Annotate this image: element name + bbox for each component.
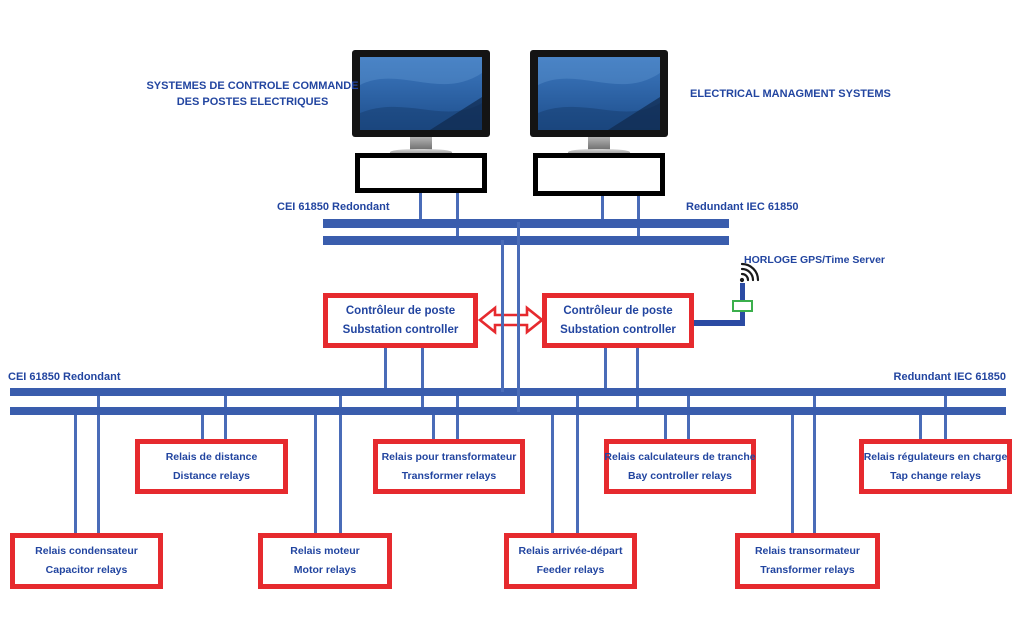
relay-label-en: Motor relays bbox=[293, 564, 357, 576]
controller-label-fr: Contrôleur de poste bbox=[563, 304, 673, 317]
relay-box-feeder: Relais arrivée-départ Feeder relays bbox=[504, 533, 637, 589]
connection-line bbox=[664, 410, 667, 440]
relay-label-en: Capacitor relays bbox=[45, 564, 128, 576]
system-unit-box bbox=[533, 153, 665, 196]
title-left: SYSTEMES DE CONTROLE COMMANDE DES POSTES… bbox=[145, 78, 360, 110]
monitor-screen bbox=[360, 57, 482, 130]
relay-box-distance: Relais de distance Distance relays bbox=[135, 439, 288, 494]
connection-line bbox=[604, 348, 607, 392]
connection-line bbox=[637, 196, 640, 241]
bus-main-bar-a bbox=[10, 388, 1006, 396]
monitor-stand bbox=[410, 137, 432, 150]
monitor-icon bbox=[530, 50, 668, 137]
title-left-line1: SYSTEMES DE CONTROLE COMMANDE bbox=[146, 80, 359, 92]
bus-top-bar-a bbox=[323, 219, 729, 228]
bus-main-label-left: CEI 61850 Redondant bbox=[8, 371, 121, 383]
controller-label-fr: Contrôleur de poste bbox=[345, 304, 456, 317]
bus-top-label-right: Redundant IEC 61850 bbox=[686, 201, 799, 213]
relay-label-fr: Relais pour transformateur bbox=[381, 450, 517, 463]
gps-label: HORLOGE GPS/Time Server bbox=[744, 254, 886, 266]
relay-label-en: Transformer relays bbox=[760, 564, 855, 576]
connection-line bbox=[384, 348, 387, 392]
connection-line bbox=[421, 348, 424, 412]
relay-label-en: Transformer relays bbox=[401, 469, 497, 482]
connection-line bbox=[576, 392, 579, 533]
bus-top-bar-b bbox=[323, 236, 729, 245]
relay-label-en: Feeder relays bbox=[536, 564, 605, 576]
relay-label-en: Bay controller relays bbox=[628, 469, 732, 482]
connection-line bbox=[74, 410, 77, 533]
relay-label-en: Tap change relays bbox=[890, 469, 981, 482]
relay-box-bay-controller: Relais calculateurs de tranche Bay contr… bbox=[604, 439, 756, 494]
substation-controller-box: Contrôleur de poste Substation controlle… bbox=[542, 293, 694, 348]
double-arrow-icon bbox=[478, 305, 544, 335]
connection-line bbox=[687, 392, 690, 440]
relay-box-transformer-2: Relais transormateur Transformer relays bbox=[735, 533, 880, 589]
title-left-line2: DES POSTES ELECTRIQUES bbox=[176, 96, 329, 108]
connection-line bbox=[919, 410, 922, 440]
relay-box-capacitor: Relais condensateur Capacitor relays bbox=[10, 533, 163, 589]
bus-main-label-right: Redundant IEC 61850 bbox=[893, 371, 1006, 383]
relay-label-fr: Relais régulateurs en charge bbox=[863, 450, 1008, 463]
monitor-screen bbox=[538, 57, 660, 130]
monitor-base bbox=[568, 149, 630, 156]
relay-box-transformer-1: Relais pour transformateur Transformer r… bbox=[373, 439, 525, 494]
relay-label-en: Distance relays bbox=[172, 469, 251, 482]
controller-label-en: Substation controller bbox=[560, 323, 676, 336]
connection-line bbox=[339, 392, 342, 533]
relay-box-tap-change: Relais régulateurs en charge Tap change … bbox=[859, 439, 1012, 494]
monitor-stand bbox=[588, 137, 610, 150]
relay-label-fr: Relais moteur bbox=[290, 545, 360, 557]
connection-line bbox=[517, 222, 520, 412]
monitor-base bbox=[390, 149, 452, 156]
relay-box-motor: Relais moteur Motor relays bbox=[258, 533, 392, 589]
connection-line bbox=[813, 392, 816, 533]
title-right: ELECTRICAL MANAGMENT SYSTEMS bbox=[690, 88, 891, 100]
connection-line bbox=[224, 392, 227, 440]
connection-line bbox=[456, 193, 459, 241]
controller-label-en: Substation controller bbox=[342, 323, 459, 336]
connection-line bbox=[456, 392, 459, 440]
connection-line bbox=[201, 410, 204, 440]
bus-top-label-left: CEI 61850 Redondant bbox=[277, 201, 390, 213]
connection-line bbox=[944, 392, 947, 440]
monitor-icon bbox=[352, 50, 490, 137]
connection-line bbox=[314, 410, 317, 533]
relay-label-fr: Relais condensateur bbox=[35, 545, 138, 557]
system-unit-box bbox=[355, 153, 487, 193]
gps-coupler-box bbox=[732, 300, 753, 312]
substation-controller-box: Contrôleur de poste Substation controlle… bbox=[323, 293, 478, 348]
connection-line bbox=[601, 196, 604, 224]
bus-main-bar-b bbox=[10, 407, 1006, 415]
connection-line bbox=[97, 392, 100, 533]
relay-label-fr: Relais transormateur bbox=[754, 545, 861, 557]
relay-label-fr: Relais de distance bbox=[165, 450, 258, 463]
relay-label-fr: Relais calculateurs de tranche bbox=[604, 450, 756, 463]
connection-line bbox=[551, 410, 554, 533]
connection-line bbox=[419, 193, 422, 224]
relay-label-fr: Relais arrivée-départ bbox=[518, 545, 623, 557]
connection-line bbox=[501, 240, 504, 392]
connection-line bbox=[636, 348, 639, 412]
connection-line bbox=[791, 410, 794, 533]
gps-antenna-icon bbox=[739, 262, 760, 283]
gps-connection-line bbox=[694, 320, 745, 326]
connection-line bbox=[432, 410, 435, 440]
